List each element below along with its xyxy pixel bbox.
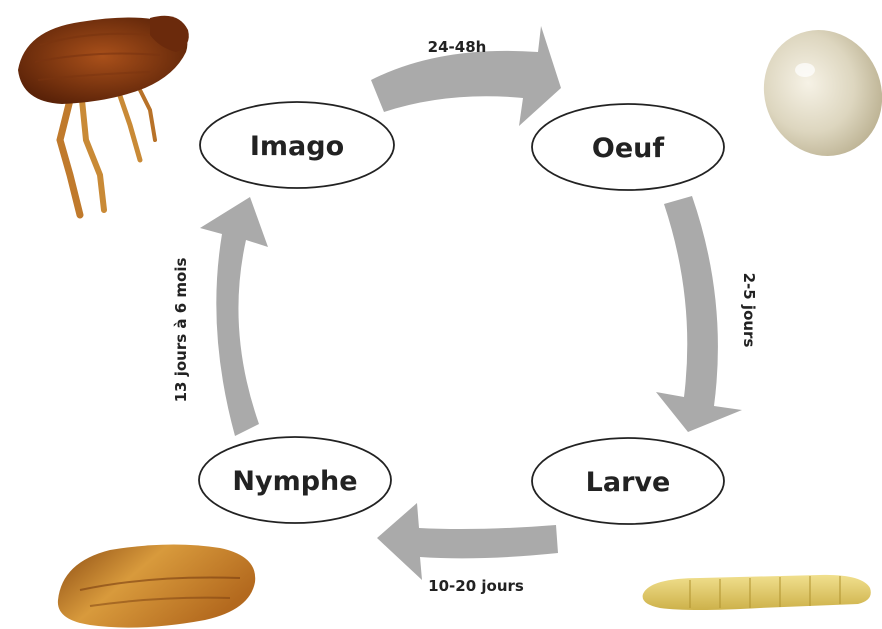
node-oeuf: Oeuf [532,104,724,190]
node-nymphe: Nymphe [199,437,391,523]
arrow-larve-to-nymphe [377,503,558,580]
duration-imago-to-oeuf: 24-48h [428,38,487,56]
stage-label-imago: Imago [250,131,344,162]
flea-pupa-icon [58,544,255,627]
flea-adult-icon [18,16,189,215]
node-larve: Larve [532,438,724,524]
flea-larva-icon [643,575,871,610]
arrow-oeuf-to-larve [656,196,742,432]
duration-nymphe-to-imago: 13 jours à 6 mois [172,258,190,403]
arrow-nymphe-to-imago [200,197,268,436]
stage-label-larve: Larve [586,467,671,498]
duration-oeuf-to-larve: 2-5 jours [740,273,758,348]
duration-larve-to-nymphe: 10-20 jours [428,577,524,595]
node-imago: Imago [200,102,394,188]
stage-label-oeuf: Oeuf [592,133,664,164]
flea-egg-icon [743,10,882,175]
stage-label-nymphe: Nymphe [232,466,357,497]
